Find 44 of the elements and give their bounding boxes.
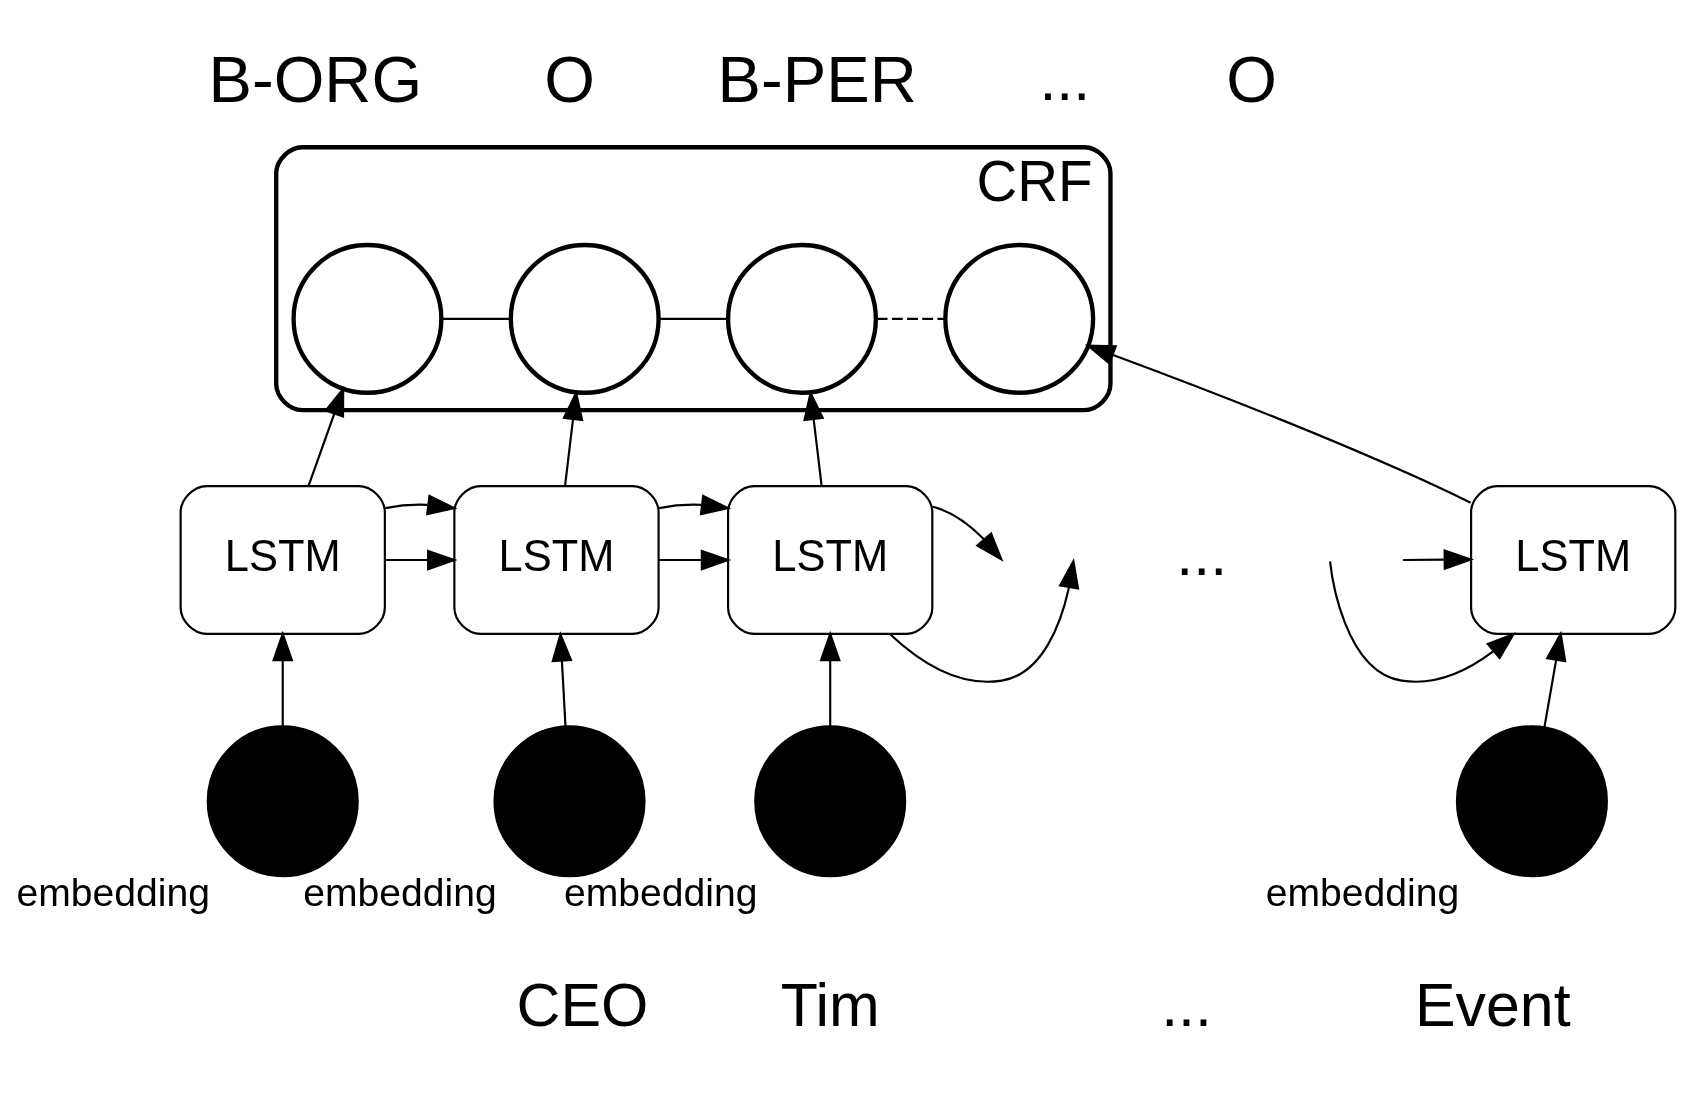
- arrow: [384, 494, 457, 516]
- node-label: Tim: [780, 970, 880, 1039]
- label: ...: [1160, 970, 1212, 1039]
- node-circle: [290, 242, 443, 395]
- node-box: LSTM: [726, 485, 933, 635]
- arrow: [802, 389, 824, 486]
- arrow: [307, 385, 344, 486]
- node-label: embedding: [16, 871, 210, 915]
- node-label: CEO: [516, 970, 648, 1039]
- connector: [441, 317, 511, 320]
- node-circle: [508, 242, 661, 395]
- node-label: O: [1225, 42, 1277, 116]
- node-circle: [753, 725, 906, 878]
- arrow: [1542, 630, 1566, 729]
- node-label: embedding: [1265, 871, 1459, 915]
- node-label: B-PER: [717, 42, 917, 116]
- arrow: [658, 494, 731, 516]
- label: ...: [1038, 45, 1090, 114]
- arrow: [1084, 344, 1471, 504]
- arrow: [1402, 548, 1474, 571]
- node-circle: [1455, 725, 1608, 878]
- node-circle: [725, 242, 878, 395]
- arrow: [658, 549, 731, 571]
- node-label: Event: [1414, 970, 1571, 1039]
- arrow: [550, 631, 573, 728]
- node-label: embedding: [563, 871, 757, 915]
- node-circle: [942, 242, 1095, 395]
- arrow: [271, 630, 293, 727]
- node-box: LSTM: [179, 485, 386, 635]
- node-box: LSTM: [452, 485, 660, 635]
- node-label: embedding: [302, 871, 497, 915]
- arrow: [561, 389, 583, 486]
- cluster: CRF: [273, 145, 1113, 413]
- connector: [658, 317, 728, 320]
- connector: [876, 317, 945, 320]
- node-circle: [492, 725, 646, 878]
- arrow: [1328, 561, 1516, 683]
- arrow: [819, 630, 841, 727]
- node-box: LSTM: [1469, 485, 1676, 635]
- arrow: [384, 549, 457, 571]
- node-label: O: [543, 42, 595, 116]
- node-circle: [206, 725, 359, 878]
- node-label: B-ORG: [208, 42, 422, 116]
- label: ...: [1175, 520, 1227, 589]
